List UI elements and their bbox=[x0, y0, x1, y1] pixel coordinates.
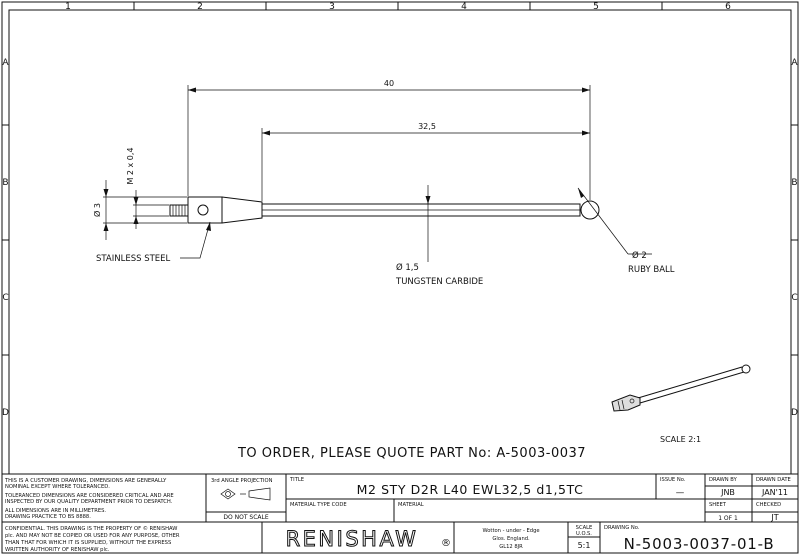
grid-col-3: 3 bbox=[329, 2, 335, 12]
svg-text:CONFIDENTIAL. THIS DRAWING IS: CONFIDENTIAL. THIS DRAWING IS THE PROPER… bbox=[5, 525, 177, 532]
svg-text:ALL DIMENSIONS ARE IN MILLIMET: ALL DIMENSIONS ARE IN MILLIMETRES. bbox=[5, 508, 106, 514]
confidential-notice: CONFIDENTIAL. THIS DRAWING IS THE PROPER… bbox=[4, 525, 180, 553]
projection-symbol-side bbox=[248, 487, 271, 501]
issue-label: ISSUE No. bbox=[660, 477, 686, 483]
issue-value: — bbox=[676, 488, 685, 498]
grid-col-1: 1 bbox=[65, 2, 71, 12]
grid-row-labels: A B C D A B C D bbox=[2, 58, 798, 418]
svg-text:WRITTEN AUTHORITY OF RENISHAW: WRITTEN AUTHORITY OF RENISHAW plc. bbox=[5, 547, 110, 553]
dim-stem-text: 32,5 bbox=[418, 122, 436, 131]
leader-stainless-steel: STAINLESS STEEL bbox=[96, 221, 211, 264]
sheet-label: SHEET bbox=[709, 502, 727, 508]
grid-row-b-left: B bbox=[2, 178, 8, 188]
leader-tungsten-carbide: Ø 1,5 TUNGSTEN CARBIDE bbox=[395, 185, 483, 287]
drawing-title: M2 STY D2R L40 EWL32,5 d1,5TC bbox=[357, 482, 584, 497]
projection-cell: 3rd ANGLE PROJECTION DO NOT SCALE bbox=[211, 478, 273, 521]
svg-text:plc. AND MAY NOT BE COPIED OR: plc. AND MAY NOT BE COPIED OR USED FOR A… bbox=[5, 533, 180, 539]
stylus-body bbox=[187, 196, 223, 224]
label-stainless-steel: STAINLESS STEEL bbox=[96, 254, 171, 264]
company-logo: RENISHAW ® bbox=[285, 527, 451, 552]
grid-row-c-left: C bbox=[2, 293, 8, 303]
material-label: MATERIAL bbox=[398, 502, 424, 508]
grid-col-2: 2 bbox=[197, 2, 203, 12]
scale-units: U.O.S. bbox=[576, 531, 592, 537]
grid-row-b-right: B bbox=[791, 178, 797, 188]
dim-thread-text: M 2 x 0,4 bbox=[126, 147, 135, 184]
label-ruby-ball: RUBY BALL bbox=[628, 265, 675, 275]
grid-col-5: 5 bbox=[593, 2, 599, 12]
svg-text:Wotton - under - Edge: Wotton - under - Edge bbox=[482, 528, 539, 534]
grid-row-d-left: D bbox=[2, 408, 9, 418]
ruby-ball bbox=[580, 200, 600, 220]
projection-symbol-front bbox=[220, 488, 236, 500]
grid-row-dividers bbox=[2, 124, 798, 356]
svg-text:DRAWING PRACTICE TO BS 8888.: DRAWING PRACTICE TO BS 8888. bbox=[5, 514, 91, 520]
svg-text:NOMINAL EXCEPT WHERE TOLERANCE: NOMINAL EXCEPT WHERE TOLERANCED. bbox=[5, 484, 110, 490]
grid-row-d-right: D bbox=[791, 408, 798, 418]
drawing-frame bbox=[8, 9, 792, 475]
scale-value: 5:1 bbox=[578, 541, 591, 550]
projection-label: 3rd ANGLE PROJECTION bbox=[211, 478, 273, 484]
wrench-hole bbox=[197, 204, 209, 216]
stylus-cone bbox=[221, 196, 263, 224]
grid-column-dividers bbox=[133, 2, 663, 10]
svg-text:GL12 8JR: GL12 8JR bbox=[499, 544, 523, 550]
svg-text:THAN THAT FOR WHICH IT IS SUPP: THAN THAT FOR WHICH IT IS SUPPLIED, WITH… bbox=[4, 540, 171, 546]
isometric-view bbox=[611, 364, 751, 412]
drawn-date-value: JAN'11 bbox=[761, 488, 788, 497]
label-tungsten-carbide: TUNGSTEN CARBIDE bbox=[395, 277, 483, 287]
svg-text:INSPECTED BY OUR QUALITY DEPAR: INSPECTED BY OUR QUALITY DEPARTMENT PRIO… bbox=[5, 499, 173, 505]
title-label: TITLE bbox=[289, 477, 304, 483]
dimension-thread: M 2 x 0,4 bbox=[126, 147, 169, 229]
grid-col-6: 6 bbox=[725, 2, 731, 12]
svg-text:Glos. England.: Glos. England. bbox=[492, 536, 530, 542]
do-not-scale-label: DO NOT SCALE bbox=[223, 514, 268, 521]
label-ball-diameter: Ø 2 bbox=[632, 250, 647, 261]
grid-row-a-left: A bbox=[2, 58, 9, 68]
checked-label: CHECKED bbox=[756, 502, 781, 508]
grid-row-c-right: C bbox=[791, 293, 797, 303]
company-address: Wotton - under - Edge Glos. England. GL1… bbox=[482, 528, 539, 550]
svg-text:TOLERANCED DIMENSIONS ARE CONS: TOLERANCED DIMENSIONS ARE CONSIDERED CRI… bbox=[4, 493, 174, 499]
sheet-value: 1 OF 1 bbox=[718, 515, 738, 522]
dimension-overall-length: 40 bbox=[187, 79, 591, 200]
leader-ruby-ball: Ø 2 RUBY BALL bbox=[577, 187, 675, 275]
grid-column-labels: 1 2 3 4 5 6 bbox=[65, 2, 731, 12]
drawing-number: N-5003-0037-01-B bbox=[624, 535, 775, 553]
drawn-by-label: DRAWN BY bbox=[709, 477, 738, 483]
material-type-label: MATERIAL TYPE CODE bbox=[290, 502, 347, 508]
order-note: TO ORDER, PLEASE QUOTE PART No: A-5003-0… bbox=[237, 446, 586, 461]
grid-row-a-right: A bbox=[791, 58, 798, 68]
company-registered-mark: ® bbox=[441, 538, 451, 549]
dim-body-dia-text: Ø 3 bbox=[92, 203, 102, 217]
drawn-date-label: DRAWN DATE bbox=[756, 477, 791, 483]
scale-label: SCALE bbox=[576, 525, 593, 531]
general-notes: THIS IS A CUSTOMER DRAWING, DIMENSIONS A… bbox=[4, 478, 174, 520]
dimension-body-diameter: Ø 3 bbox=[92, 180, 187, 240]
dimension-stem-length: 32,5 bbox=[261, 122, 590, 201]
svg-text:THIS IS A CUSTOMER DRAWING, DI: THIS IS A CUSTOMER DRAWING, DIMENSIONS A… bbox=[4, 478, 167, 484]
title-block bbox=[2, 473, 798, 553]
scale-note: SCALE 2:1 bbox=[660, 435, 701, 444]
company-name: RENISHAW bbox=[286, 527, 419, 551]
drawn-by-value: JNB bbox=[720, 488, 735, 497]
checked-value: JT bbox=[770, 513, 778, 522]
drawing-number-label: DRAWING No. bbox=[604, 525, 640, 531]
grid-col-4: 4 bbox=[461, 2, 467, 12]
stylus-part-view bbox=[169, 196, 600, 224]
label-stem-diameter: Ø 1,5 bbox=[396, 262, 419, 273]
dim-overall-text: 40 bbox=[384, 79, 394, 88]
